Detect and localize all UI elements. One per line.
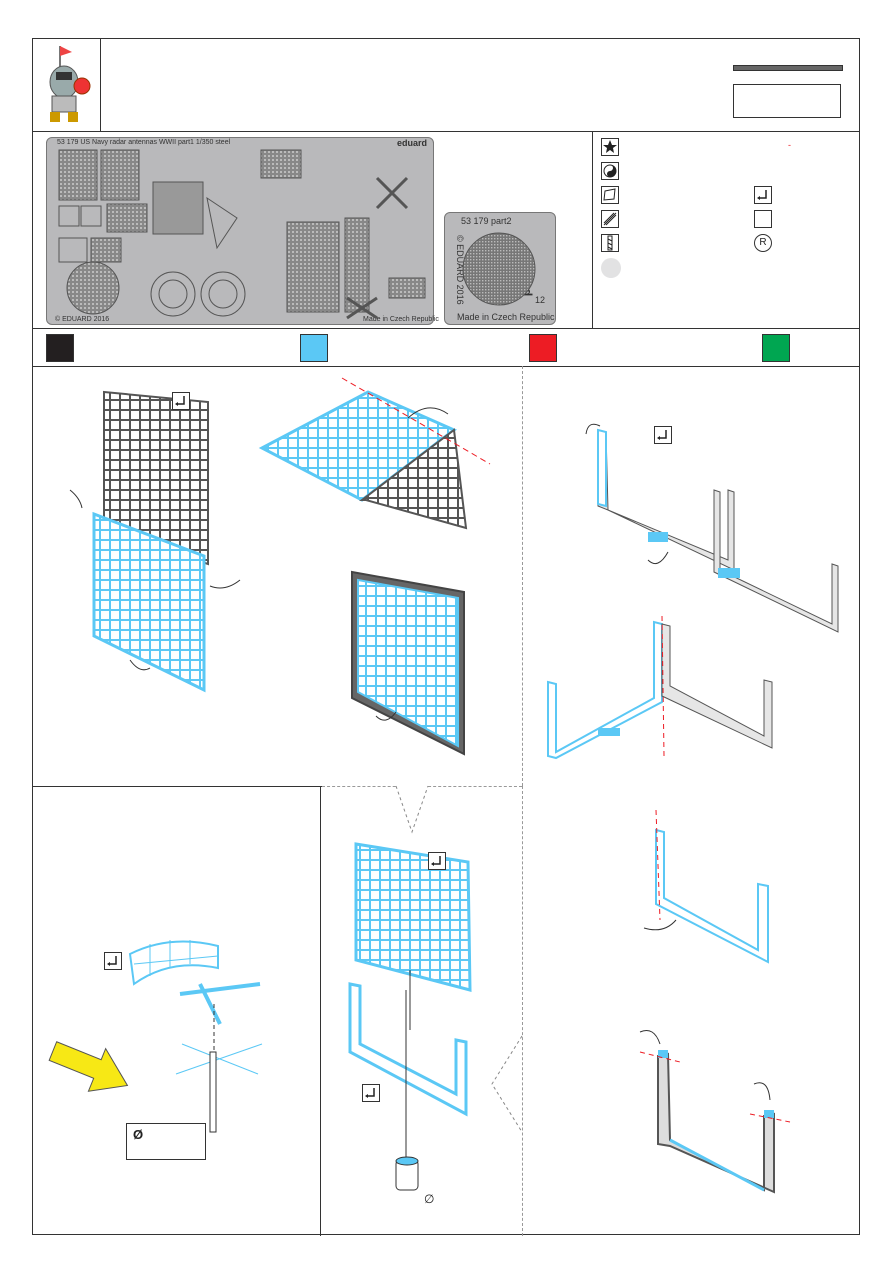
- title-box: [733, 84, 841, 118]
- section-divider-dashed-lower: [522, 786, 523, 1236]
- drill-icon: [601, 234, 619, 252]
- red-mark: -: [788, 140, 791, 150]
- step2-folded-grid-diagram: [258, 377, 491, 530]
- fret1-brand: eduard: [397, 138, 428, 148]
- bracket-diagram-1: [585, 423, 839, 633]
- knight-logo-icon: [49, 46, 91, 122]
- step1-grid-diagram: [69, 390, 241, 693]
- logo-divider: [100, 38, 101, 131]
- fret-legend-divider: [592, 131, 593, 328]
- page-frame: [32, 38, 860, 1235]
- speech-pointer: [395, 785, 429, 834]
- fret2-dish: [462, 232, 536, 306]
- fret-part1: 53 179 US Navy radar antennas WWII part1…: [46, 137, 439, 325]
- bend-icon: [172, 392, 190, 410]
- swatch-row-divider: [32, 366, 860, 367]
- paper-icon: [601, 186, 619, 204]
- black-swatch: [46, 334, 74, 362]
- blank-box-icon: [754, 210, 772, 228]
- fret1-made-in: Made in Czech Republic: [363, 316, 439, 323]
- grey-dot-icon: [601, 258, 621, 278]
- step3-flat-grid-diagram: [351, 570, 465, 756]
- cross-antenna-diagram: [128, 940, 263, 1133]
- fret1-header: 53 179 US Navy radar antennas WWII part1…: [57, 139, 231, 146]
- bend-icon: [104, 952, 122, 970]
- registered-icon: R: [754, 234, 772, 252]
- bend-icon: [654, 426, 672, 444]
- fret1-parts: [58, 149, 426, 320]
- section-divider-dashed: [522, 366, 523, 786]
- diameter-box: Ø: [126, 1123, 206, 1160]
- yellow-arrow-icon: [48, 1041, 129, 1092]
- dashed-callout: [491, 1035, 523, 1133]
- fret2-part-number: 12: [535, 295, 546, 305]
- lower-left-divider: [32, 786, 322, 787]
- bracket-diagram-3: [643, 809, 769, 964]
- assembly-bracket-diagram: [348, 982, 468, 1191]
- bracket-diagram-4: [639, 1030, 791, 1194]
- bend-icon: [754, 186, 772, 204]
- bend-icon: [428, 852, 446, 870]
- fret2-header: 53 179 part2: [461, 216, 512, 226]
- file-icon: [601, 210, 619, 228]
- blue-swatch: [300, 334, 328, 362]
- fret-part2: 53 179 part2 eduard © EDUARD 2016 12 Mad…: [444, 212, 556, 325]
- green-swatch: [762, 334, 790, 362]
- star-icon: [601, 138, 619, 156]
- lower-left-vertical: [320, 786, 321, 1236]
- title-bar: [733, 65, 843, 71]
- fret1-copyright: © EDUARD 2016: [55, 316, 110, 323]
- diameter-box-symbol: Ø: [133, 1127, 144, 1142]
- fret2-made-in: Made in Czech Republic: [457, 312, 555, 322]
- diameter-symbol: ∅: [424, 1192, 435, 1206]
- fret-row-divider: [32, 328, 860, 329]
- red-swatch: [529, 334, 557, 362]
- header-divider: [32, 131, 860, 132]
- yin-yang-icon: [601, 162, 619, 180]
- bracket-diagram-2: [547, 615, 773, 760]
- bend-icon: [362, 1084, 380, 1102]
